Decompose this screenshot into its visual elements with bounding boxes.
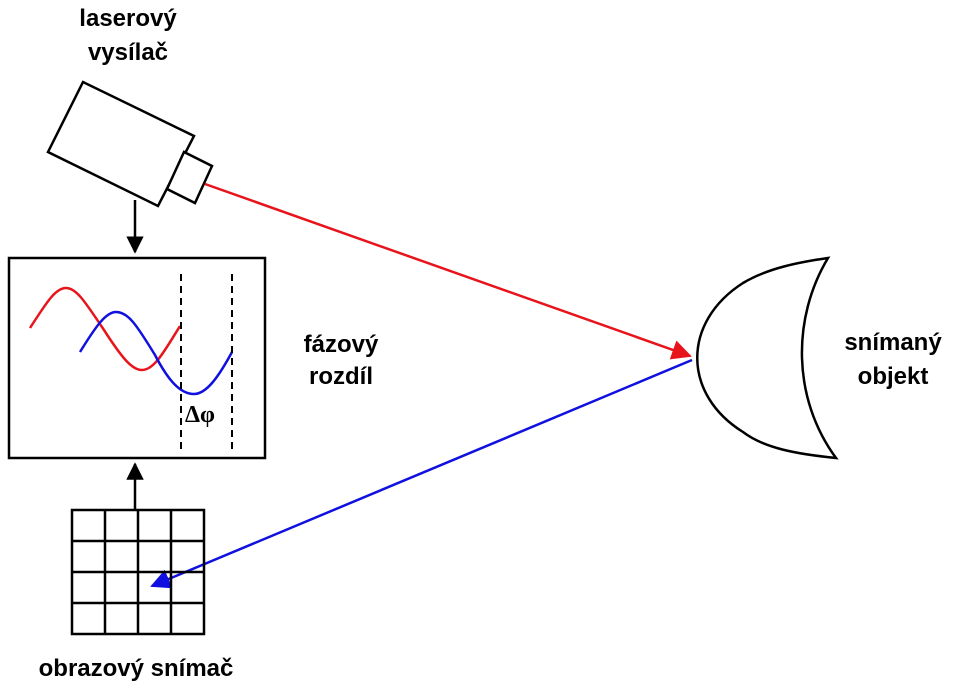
laser-body (46, 80, 196, 208)
phase-box: Δφ (7, 256, 267, 460)
red-wave (28, 286, 182, 372)
delta-phi-label: Δφ (185, 402, 215, 428)
laser-label-line2: vysílač (88, 39, 168, 66)
object-label-line1: snímaný (844, 329, 942, 356)
object-label-line2: objekt (858, 363, 929, 390)
reflected-beam (150, 358, 693, 589)
phase-box-frame (7, 256, 267, 460)
sensor-label: obrazový snímač (39, 655, 234, 682)
laser-emitter (46, 80, 214, 208)
laser-label-line1: laserový (79, 5, 177, 32)
image-sensor (70, 508, 206, 636)
blue-wave (78, 310, 234, 396)
scanned-object (696, 256, 839, 460)
laser-nozzle (165, 150, 214, 205)
phase-label-line2: rozdíl (309, 363, 373, 390)
emitted-beam (204, 182, 692, 360)
phase-label-line1: fázový (304, 331, 379, 358)
